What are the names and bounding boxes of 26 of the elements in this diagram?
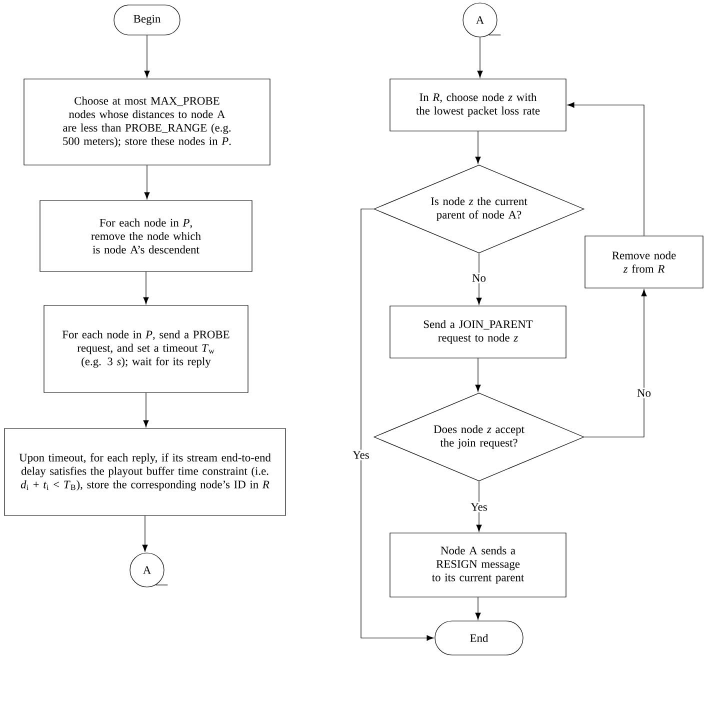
process-box: Remove node z from R	[584, 236, 704, 288]
arrow	[475, 131, 481, 164]
process-box: Choose at most MAX_PROBE nodes whose distances to node A are less than PROBE_RANGE (e.g. 500 meters); store these nodes in P.	[24, 78, 270, 166]
arrow	[360, 208, 434, 641]
edge-label: No	[470, 272, 488, 284]
process-box: Upon timeout, for each reply, if its stream end-to-end delay satisfies the playout buffer time constraint (i.e. d$_{i}$ + t$_{i}$ < T$_{B}$), store the corresponding node’s ID in R	[4, 428, 286, 516]
arrow	[476, 253, 482, 305]
arrow	[475, 597, 481, 620]
arrow	[476, 481, 482, 532]
edge-label: No	[636, 388, 652, 398]
process-box: For each node in P, remove the node which is node A’s descendent	[40, 200, 252, 272]
arrow	[143, 272, 149, 304]
arrow	[144, 35, 150, 78]
arrow	[567, 102, 644, 236]
process-box: For each node in P, send a PROBE request, and set a timeout T$_{w}$ (e.g. 3 s); wait for its reply	[44, 305, 248, 393]
arrow	[144, 165, 150, 200]
edge-label: Yes	[351, 450, 371, 460]
process-box: Node A sends a RESIGN message to its current parent	[390, 532, 566, 598]
arrow	[477, 37, 483, 78]
arrow	[142, 516, 148, 552]
arrow	[584, 289, 647, 438]
process-box: Send a JOIN_PARENT request to node z	[390, 306, 566, 358]
arrow	[143, 392, 149, 428]
edge-label: Yes	[469, 502, 489, 512]
process-box: In R, choose node z with the lowest packet loss rate	[390, 78, 566, 132]
arrow	[475, 358, 481, 392]
